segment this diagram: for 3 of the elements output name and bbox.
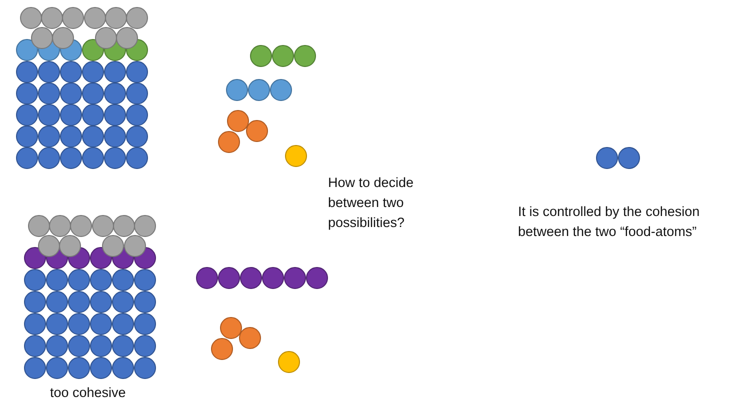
caption-text: too cohesive [50, 384, 127, 402]
question-text: How to decide between two possibilities? [328, 174, 415, 232]
explanation-text: It is controlled by the cohesion between the two “food-atoms” [518, 203, 701, 241]
